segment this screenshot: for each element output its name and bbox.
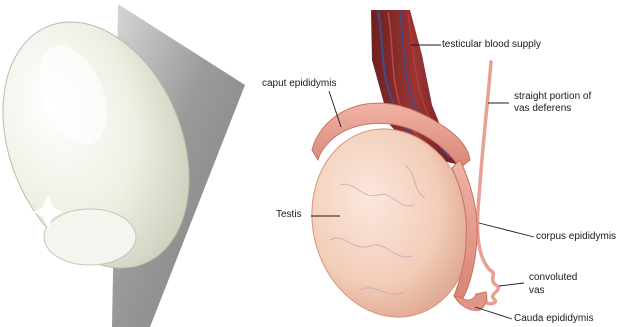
label-cauda-epididymis: Cauda epididymis: [514, 313, 594, 325]
label-straight-vas-line1: straight portion of: [514, 91, 591, 103]
label-convoluted-vas-line2: vas: [529, 285, 545, 297]
egg-inner-fold: [44, 209, 136, 265]
vas-convoluted: [486, 270, 498, 304]
label-testis: Testis: [276, 209, 302, 221]
label-corpus-epididymis: corpus epididymis: [536, 231, 616, 243]
leader-corpus: [479, 223, 534, 237]
label-convoluted-vas-line1: convoluted: [529, 272, 577, 284]
label-caput-epididymis: caput epididymis: [262, 78, 336, 90]
leader-convoluted: [499, 283, 524, 286]
label-straight-vas-line2: vas deferens: [514, 103, 571, 115]
label-testicular-blood-supply: testicular blood supply: [442, 39, 541, 51]
leader-cauda: [475, 307, 512, 319]
vas-straight: [478, 62, 492, 270]
egg-model: [0, 0, 245, 327]
vas-deferens: [478, 62, 499, 304]
